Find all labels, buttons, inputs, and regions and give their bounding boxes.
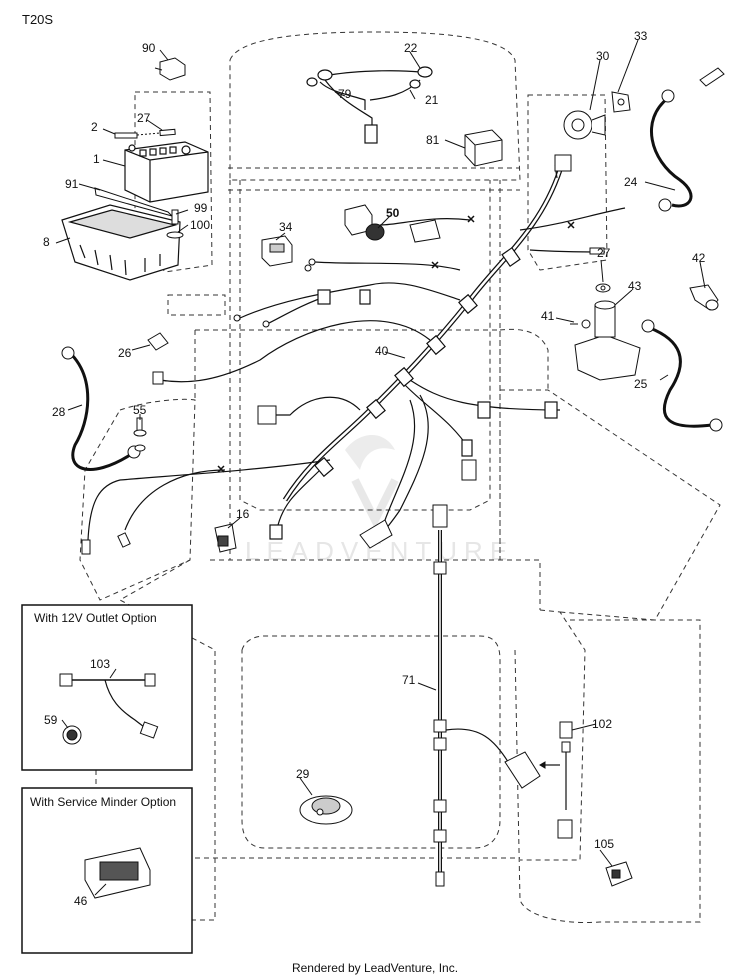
callout-25: 25 — [634, 377, 648, 391]
callout-27-right: 27 — [597, 246, 611, 260]
relay — [464, 129, 503, 167]
callout-81: 81 — [426, 133, 440, 147]
callout-102: 102 — [592, 717, 612, 731]
ground-screw — [133, 417, 147, 452]
callout-2: 2 — [91, 120, 98, 134]
callout-79: 79 — [338, 87, 352, 101]
callout-40: 40 — [375, 344, 389, 358]
service-harness-102 — [539, 721, 573, 839]
ignition-key — [611, 91, 631, 113]
terminal-cover — [154, 57, 186, 81]
footer-credit: Rendered by LeadVenture, Inc. — [291, 961, 459, 975]
callout-16: 16 — [236, 507, 250, 521]
battery — [124, 141, 209, 203]
callout-1: 1 — [93, 152, 100, 166]
harness-terminals — [217, 154, 605, 473]
callout-46: 46 — [74, 894, 88, 908]
battery-tray — [61, 204, 181, 281]
inset-12v-title: With 12V Outlet Option — [34, 611, 157, 625]
callout-22: 22 — [404, 41, 418, 55]
callouts: 90 22 79 21 30 33 27 2 81 1 24 91 99 50 … — [43, 29, 706, 908]
callout-43: 43 — [628, 279, 642, 293]
callout-27-top: 27 — [137, 111, 151, 125]
callout-91: 91 — [65, 177, 79, 191]
battery-bolt — [114, 128, 176, 139]
callout-71: 71 — [402, 673, 416, 687]
terminal-boot — [689, 284, 719, 311]
connector-near-26 — [152, 371, 164, 385]
callout-30: 30 — [596, 49, 610, 63]
connector-16 — [214, 523, 237, 553]
rear-harness — [432, 504, 541, 887]
callout-50: 50 — [386, 206, 400, 220]
seat-switch — [344, 204, 441, 243]
frame-outline — [79, 31, 721, 924]
callout-8: 8 — [43, 235, 50, 249]
nut-27 — [595, 283, 611, 293]
callout-33: 33 — [634, 29, 648, 43]
battery-cable-25 — [641, 319, 723, 432]
harness-connectors — [269, 246, 558, 540]
left-sensor-wires — [81, 532, 131, 555]
main-harness — [87, 164, 626, 546]
callout-99: 99 — [194, 201, 208, 215]
inset-12v-outlet: With 12V Outlet Option — [21, 604, 193, 771]
leader-lines — [55, 39, 706, 896]
inset-service-minder: With Service Minder Option — [21, 787, 193, 954]
pto-switch-plug — [257, 405, 477, 549]
callout-28: 28 — [52, 405, 66, 419]
callout-26: 26 — [118, 346, 132, 360]
fuse — [147, 332, 169, 351]
callout-29: 29 — [296, 767, 310, 781]
callout-41: 41 — [541, 309, 555, 323]
callout-90: 90 — [142, 41, 156, 55]
callout-42: 42 — [692, 251, 706, 265]
callout-105: 105 — [594, 837, 614, 851]
callout-34: 34 — [279, 220, 293, 234]
light-switch — [261, 235, 293, 267]
service-minder-unit — [605, 861, 633, 887]
watermark: LEADVENTURE — [245, 435, 507, 566]
horn — [299, 795, 353, 825]
callout-55: 55 — [133, 403, 147, 417]
battery-cable-24 — [650, 67, 725, 212]
callout-59: 59 — [44, 713, 58, 727]
starter-solenoid — [570, 300, 641, 381]
bolt-99 — [166, 209, 184, 239]
callout-21: 21 — [425, 93, 439, 107]
diagram-code: T20S — [22, 12, 54, 27]
callout-103: 103 — [90, 657, 110, 671]
callout-100: 100 — [190, 218, 210, 232]
inset-minder-title: With Service Minder Option — [30, 795, 176, 809]
headlight-harness — [306, 66, 433, 144]
ignition-switch — [563, 110, 606, 140]
callout-24: 24 — [624, 175, 638, 189]
